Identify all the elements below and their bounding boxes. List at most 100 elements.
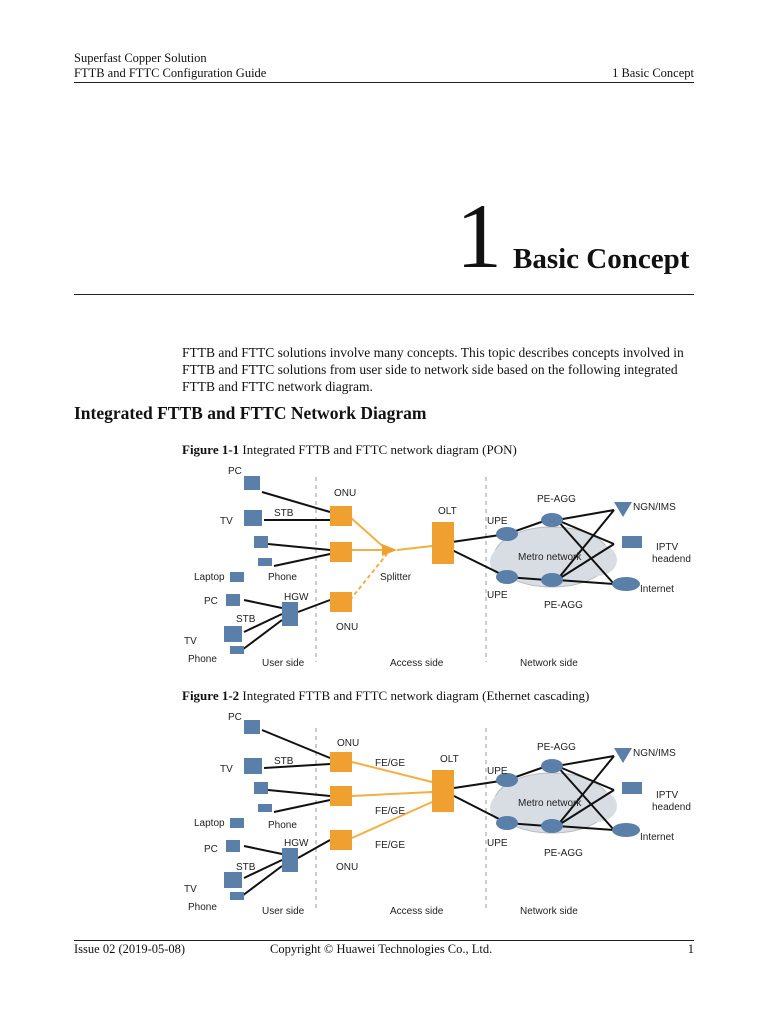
label-internet: Internet [640, 584, 674, 595]
onu-device [330, 830, 352, 850]
iptv-headend-icon [622, 536, 642, 548]
tv-icon [244, 510, 262, 526]
label-onu-bottom: ONU [336, 862, 358, 873]
pe-agg-router-icon [541, 513, 563, 527]
pe-agg-router-icon [541, 819, 563, 833]
section-heading: Integrated FTTB and FTTC Network Diagram [74, 403, 427, 423]
hgw-device [282, 602, 298, 626]
figure-1-caption: Figure 1-1 Integrated FTTB and FTTC netw… [182, 442, 517, 458]
label-pe-agg-bottom: PE-AGG [544, 848, 583, 859]
label-ngn-ims: NGN/IMS [633, 748, 676, 759]
label-hgw: HGW [284, 838, 309, 849]
label-tv: TV [220, 516, 233, 527]
pe-agg-router-icon [541, 759, 563, 773]
pc-icon [254, 782, 268, 794]
figure-2-text: Integrated FTTB and FTTC network diagram… [242, 688, 590, 703]
metro-cloud-lobe [490, 544, 534, 580]
label-pe-agg-top: PE-AGG [537, 494, 576, 505]
figure-1-text: Integrated FTTB and FTTC network diagram… [242, 442, 517, 457]
label-phone: Phone [268, 820, 297, 831]
label-pc: PC [228, 712, 242, 723]
label-iptv: IPTV [656, 542, 679, 553]
pc-icon [226, 594, 240, 606]
chapter-rule [74, 294, 694, 295]
header-rule [74, 82, 694, 83]
network-diagram-pon: PC ONU OLT PE-AGG NGN/IMS TV STB UPE Met… [184, 466, 691, 669]
internet-cloud-icon [612, 577, 640, 591]
fiber-links [349, 516, 433, 601]
label-metro: Metro network [518, 798, 582, 809]
splitter-device [382, 544, 397, 556]
tv-icon [224, 626, 242, 642]
header-section: 1 Basic Concept [612, 66, 694, 80]
header-product: Superfast Copper Solution [74, 51, 207, 65]
label-upe-bottom: UPE [487, 590, 508, 601]
label-stb2: STB [236, 862, 256, 873]
internet-cloud-icon [612, 823, 640, 837]
label-user-side: User side [262, 658, 305, 669]
label-onu-top: ONU [337, 738, 359, 749]
network-diagram-ethernet: PC ONU TV STB FE/GE OLT PE-AGG NGN/IMS U… [184, 712, 691, 917]
tv-icon [244, 758, 262, 774]
figure-2-label: Figure 1-2 [182, 688, 240, 703]
phone-icon [230, 646, 244, 654]
tv-icon [224, 872, 242, 888]
hgw-device [282, 848, 298, 872]
phone-icon [230, 892, 244, 900]
footer-rule [74, 940, 694, 941]
pc-icon [244, 720, 260, 734]
phone-icon [258, 804, 272, 812]
label-pe-agg-top: PE-AGG [537, 742, 576, 753]
onu-device [330, 542, 352, 562]
pc-icon [244, 476, 260, 490]
label-stb: STB [274, 508, 294, 519]
label-onu-bottom: ONU [336, 622, 358, 633]
label-upe-bottom: UPE [487, 838, 508, 849]
label-stb2: STB [236, 614, 256, 625]
label-access-side: Access side [390, 658, 444, 669]
label-pc2: PC [204, 596, 218, 607]
label-iptv: IPTV [656, 790, 679, 801]
label-pc: PC [228, 466, 242, 477]
label-phone2: Phone [188, 654, 217, 665]
laptop-icon [230, 572, 244, 582]
label-stb: STB [274, 756, 294, 767]
intro-paragraph: FTTB and FTTC solutions involve many con… [182, 345, 684, 394]
label-tv: TV [220, 764, 233, 775]
label-olt: OLT [438, 506, 457, 517]
label-tv2: TV [184, 636, 197, 647]
label-phone2: Phone [188, 902, 217, 913]
copper-links [241, 729, 615, 897]
onu-device [330, 752, 352, 772]
figure-2-caption: Figure 1-2 Integrated FTTB and FTTC netw… [182, 688, 589, 704]
label-olt: OLT [440, 754, 459, 765]
label-metro: Metro network [518, 552, 582, 563]
label-phone: Phone [268, 572, 297, 583]
footer-page-number: 1 [687, 942, 694, 956]
pe-agg-router-icon [541, 573, 563, 587]
upe-router-icon [496, 570, 518, 584]
label-hgw: HGW [284, 592, 309, 603]
label-splitter: Splitter [380, 572, 412, 583]
label-fege-1: FE/GE [375, 758, 405, 769]
label-upe-top: UPE [487, 516, 508, 527]
olt-device [432, 522, 454, 564]
footer-copyright: Copyright © Huawei Technologies Co., Ltd… [270, 942, 493, 956]
label-fege-3: FE/GE [375, 840, 405, 851]
label-upe-top: UPE [487, 766, 508, 777]
olt-device [432, 770, 454, 812]
upe-router-icon [496, 527, 518, 541]
label-headend: headend [652, 802, 691, 813]
pc-icon [226, 840, 240, 852]
metro-cloud-lobe [490, 790, 534, 826]
onu-device [330, 786, 352, 806]
metro-cloud-lobe [577, 790, 617, 822]
label-pc2: PC [204, 844, 218, 855]
upe-router-icon [496, 773, 518, 787]
label-onu-top: ONU [334, 488, 356, 499]
label-fege-2: FE/GE [375, 806, 405, 817]
label-network-side: Network side [520, 906, 578, 917]
chapter-title: Basic Concept [513, 243, 690, 275]
phone-icon [258, 558, 272, 566]
copper-links [241, 491, 615, 651]
